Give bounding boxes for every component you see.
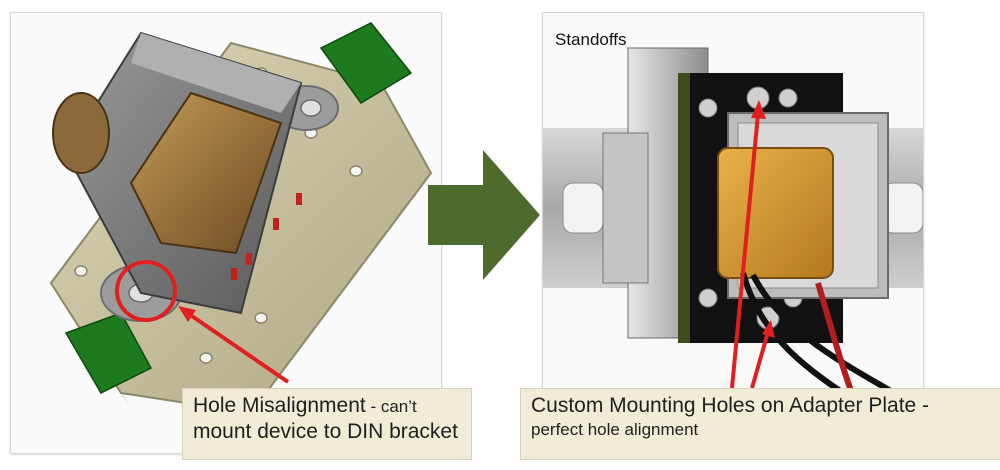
- standoffs-label: Standoffs: [555, 30, 627, 49]
- misalignment-callout: Hole Misalignment - can’t mount device t…: [182, 388, 472, 460]
- alignment-title: Custom Mounting Holes on Adapter Plate -: [531, 394, 930, 417]
- alignment-callout: Custom Mounting Holes on Adapter Plate -…: [520, 388, 1000, 460]
- misalignment-description: mount device to DIN bracket: [193, 420, 458, 444]
- cad-render-image: [49, 22, 433, 415]
- misalignment-title-suffix: - can’t: [365, 397, 417, 416]
- alignment-description: perfect hole alignment: [531, 420, 699, 440]
- misalignment-title: Hole Misalignment: [193, 394, 366, 417]
- mounted-device-photo: [543, 47, 923, 425]
- right-arrow-icon: [428, 150, 540, 280]
